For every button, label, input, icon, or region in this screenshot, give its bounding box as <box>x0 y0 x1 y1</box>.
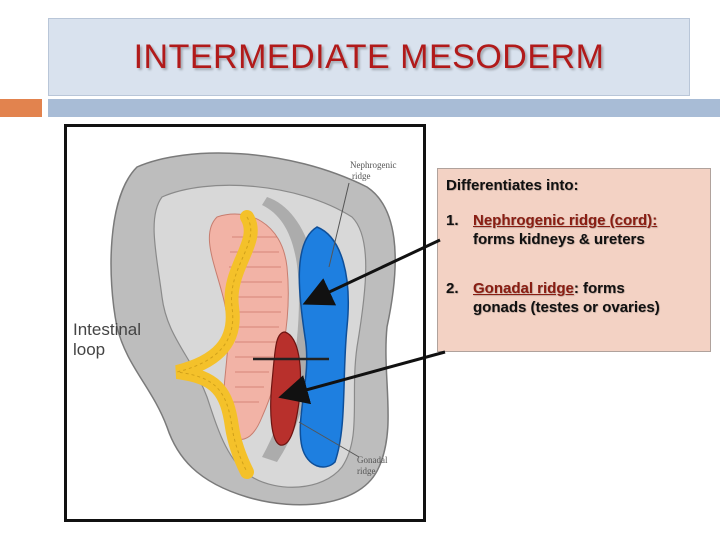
embryo-figure: Nephrogenic ridge Intestinal loop Gonada… <box>64 124 426 522</box>
line1-rest: forms <box>578 280 625 297</box>
gonadal-label-line1: Gonadal <box>357 455 388 465</box>
list-item-line2: forms kidneys & ureters <box>473 231 645 248</box>
nephrogenic-label: Nephrogenic ridge <box>350 160 396 182</box>
intestinal-label-line2: loop <box>73 340 106 359</box>
term-gonadal: Gonadal ridge <box>473 280 574 297</box>
list-item-nephrogenic: 1. Nephrogenic ridge (cord): forms kidne… <box>446 211 702 249</box>
intestinal-label: Intestinal loop <box>73 320 141 360</box>
nephrogenic-label-line2: ridge <box>352 171 371 181</box>
term-colon: : <box>573 280 579 297</box>
title-box: INTERMEDIATE MESODERM <box>48 18 690 96</box>
gonadal-label: Gonadal ridge <box>357 455 388 477</box>
term-colon: : <box>652 212 658 229</box>
mesentery-striations <box>229 236 282 403</box>
list-item-line1: Nephrogenic ridge (cord): <box>473 211 702 230</box>
gonadal-label-line2: ridge <box>357 466 376 476</box>
list-item-line1: Gonadal ridge: forms <box>473 279 702 298</box>
list-number: 2. <box>446 280 459 297</box>
list-number: 1. <box>446 212 459 229</box>
slide-title: INTERMEDIATE MESODERM <box>133 37 605 76</box>
intestinal-tube-outline <box>176 216 252 473</box>
nephrogenic-label-line1: Nephrogenic <box>350 160 397 170</box>
accent-bar-blue <box>48 99 720 117</box>
intestinal-label-line1: Intestinal <box>73 320 142 339</box>
list-item-line2: gonads (testes or ovaries) <box>473 299 660 316</box>
list-item-gonadal: 2. Gonadal ridge: forms gonads (testes o… <box>446 279 702 317</box>
term-nephrogenic: Nephrogenic ridge (cord) <box>473 212 653 229</box>
nephrogenic-ridge <box>298 226 349 468</box>
textbox-heading: Differentiates into: <box>446 177 579 194</box>
differentiation-textbox: Differentiates into: 1. Nephrogenic ridg… <box>437 168 711 352</box>
accent-bar-orange <box>0 99 42 117</box>
gonadal-pointer <box>298 421 360 458</box>
